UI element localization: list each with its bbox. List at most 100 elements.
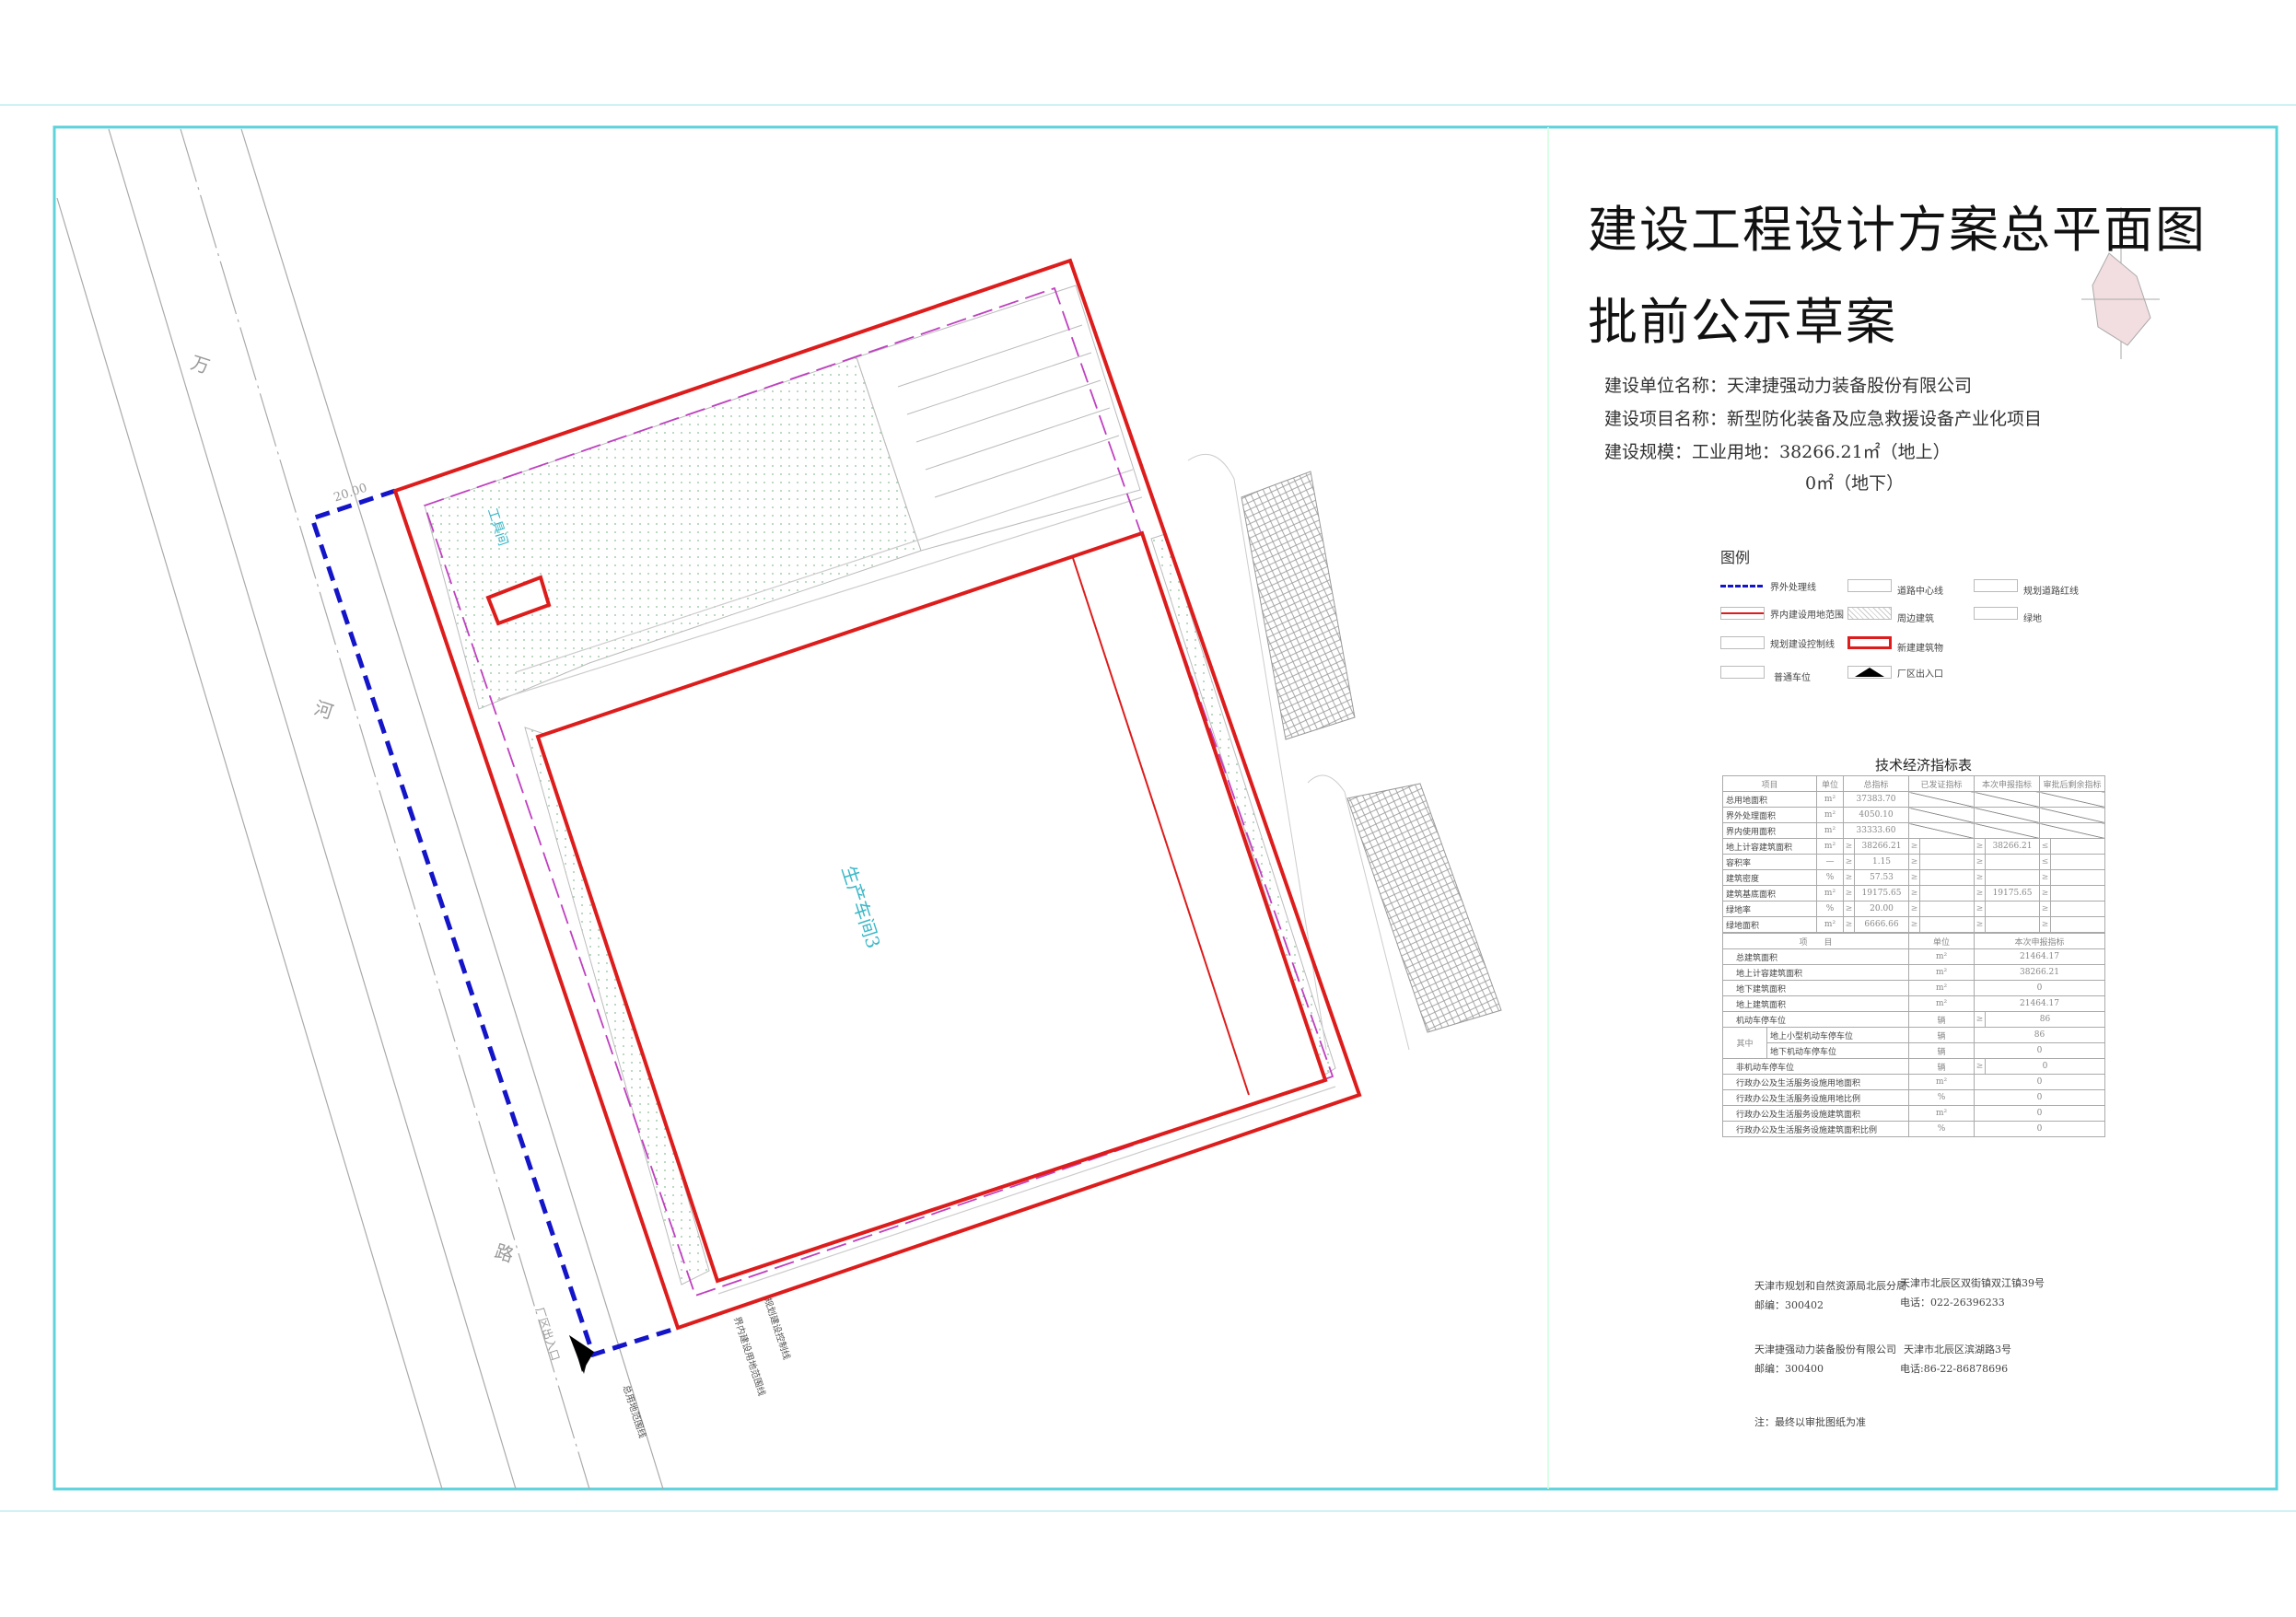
item-cell: 地上建筑面积 xyxy=(1721,995,1910,1012)
remaining-cell xyxy=(2050,869,2106,886)
drawing-frame xyxy=(52,125,2279,1491)
issued-cell xyxy=(1919,916,1975,933)
total-cell: 38266.21 xyxy=(1853,838,1910,855)
diagonal-cell xyxy=(2039,822,2106,839)
construction-scale-underground: 0㎡（地下） xyxy=(1805,473,1905,494)
header-cell: 单位 xyxy=(1908,933,1975,949)
internal-roads xyxy=(496,469,1336,1295)
value-cell: 21464.17 xyxy=(1974,995,2106,1012)
operator-cell: ≥ xyxy=(1974,916,1987,933)
diagonal-cell xyxy=(1974,822,2041,839)
contact-company-address: 天津市北辰区滨湖路3号 xyxy=(1904,1344,2011,1355)
remaining-cell xyxy=(2050,901,2106,917)
header-cell: 已发证指标 xyxy=(1908,775,1975,792)
diagonal-cell xyxy=(1974,807,2041,823)
header-cell: 本次申报指标 xyxy=(1974,933,2106,949)
item-cell: 地上计容建筑面积 xyxy=(1721,964,1910,981)
operator-cell: ≥ xyxy=(1843,916,1855,933)
contact-company-name: 天津捷强动力装备股份有限公司 xyxy=(1754,1344,1896,1355)
contact-company-postcode: 邮编：300400 xyxy=(1754,1363,1824,1375)
total-cell: 6666.66 xyxy=(1853,916,1910,933)
operator-cell: ≥ xyxy=(1908,885,1921,902)
unit-cell: m² xyxy=(1816,916,1844,933)
neighbor-building xyxy=(1346,783,1502,1033)
current-cell xyxy=(1985,901,2041,917)
blue-dashed-line-icon xyxy=(1720,585,1763,587)
total-cell: 33333.60 xyxy=(1842,822,1910,839)
operator-cell: ≥ xyxy=(2039,901,2052,917)
remaining-cell xyxy=(2050,916,2106,933)
item-cell: 容积率 xyxy=(1722,854,1817,870)
item-cell: 界内使用面积 xyxy=(1722,822,1817,839)
unit-cell: m² xyxy=(1816,807,1844,823)
table-row: 容积率—≥1.15≥≥≤ xyxy=(1722,854,2106,870)
operator-cell: ≥ xyxy=(1843,838,1855,855)
legend-label: 绿地 xyxy=(2023,614,2042,624)
legend-label: 规划建设控制线 xyxy=(1770,640,1835,650)
unit-cell: m² xyxy=(1908,1105,1975,1122)
item-cell: 地上计容建筑面积 xyxy=(1722,838,1817,855)
header-cell: 项 目 xyxy=(1721,933,1910,949)
contact-authority-address: 天津市北辰区双街镇双江镇39号 xyxy=(1900,1277,2045,1289)
item-cell: 非机动车停车位 xyxy=(1721,1058,1910,1075)
item-cell: 机动车停车位 xyxy=(1721,1011,1910,1028)
contact-authority-phone: 电话：022-26396233 xyxy=(1900,1297,2005,1309)
center-line-icon xyxy=(1847,579,1892,592)
operator-cell: ≥ xyxy=(1843,901,1855,917)
remaining-cell xyxy=(2050,854,2106,870)
unit-cell: % xyxy=(1908,1089,1975,1106)
contact-authority-postcode: 邮编：300402 xyxy=(1754,1299,1824,1311)
item-cell: 行政办公及生活服务设施建筑面积 xyxy=(1721,1105,1910,1122)
operator-cell: ≥ xyxy=(1974,901,1987,917)
issued-cell xyxy=(1919,901,1975,917)
value-cell: 0 xyxy=(1974,980,2106,996)
header-cell: 审批后剩余指标 xyxy=(2039,775,2106,792)
total-cell: 19175.65 xyxy=(1853,885,1910,902)
item-cell: 建筑密度 xyxy=(1722,869,1817,886)
green-space-north xyxy=(424,356,922,710)
issued-cell xyxy=(1919,838,1975,855)
item-cell: 行政办公及生活服务设施用地比例 xyxy=(1721,1089,1910,1106)
operator-cell: ≥ xyxy=(1974,838,1987,855)
entrance-arrow-icon xyxy=(1847,666,1892,679)
red-line-icon xyxy=(1720,607,1765,620)
drawing-subtitle: 批前公示草案 xyxy=(1588,293,1897,351)
contact-authority-name: 天津市规划和自然资源局北辰分局 xyxy=(1754,1280,1906,1292)
total-cell: 4050.10 xyxy=(1842,807,1910,823)
diagonal-cell xyxy=(2039,791,2106,808)
unit-cell: m² xyxy=(1908,995,1975,1012)
value-cell: 38266.21 xyxy=(1974,964,2106,981)
table-row: 行政办公及生活服务设施建筑面积比例%0 xyxy=(1721,1121,2106,1137)
unit-cell: % xyxy=(1908,1121,1975,1137)
operator-cell: ≥ xyxy=(1908,854,1921,870)
header-cell: 项目 xyxy=(1722,775,1817,792)
remaining-cell xyxy=(2050,885,2106,902)
total-cell: 37383.70 xyxy=(1842,791,1910,808)
unit-cell: 辆 xyxy=(1908,1011,1975,1028)
road-red-line-icon xyxy=(1974,579,2018,592)
value-cell: 0 xyxy=(1985,1058,2106,1075)
diagonal-cell xyxy=(1908,822,1975,839)
neighbor-building xyxy=(1241,471,1356,740)
diagonal-cell xyxy=(1908,791,1975,808)
operator-cell: ≥ xyxy=(1974,885,1987,902)
operator-cell: ≥ xyxy=(1974,1058,1987,1075)
workshop-inner-line xyxy=(1072,557,1250,1096)
parking-area xyxy=(856,285,1141,552)
table-row: 非机动车停车位辆≥0 xyxy=(1721,1058,2106,1075)
value-cell: 21464.17 xyxy=(1974,948,2106,965)
control-line xyxy=(423,286,1334,1297)
item-cell: 建筑基底面积 xyxy=(1722,885,1817,902)
operator-cell: ≥ xyxy=(1908,901,1921,917)
tool-room-building xyxy=(485,575,552,626)
drawing-title: 建设工程设计方案总平面图 xyxy=(1588,201,2207,259)
diagonal-cell xyxy=(1908,807,1975,823)
legend-label: 规划道路红线 xyxy=(2023,587,2079,597)
issued-cell xyxy=(1919,885,1975,902)
